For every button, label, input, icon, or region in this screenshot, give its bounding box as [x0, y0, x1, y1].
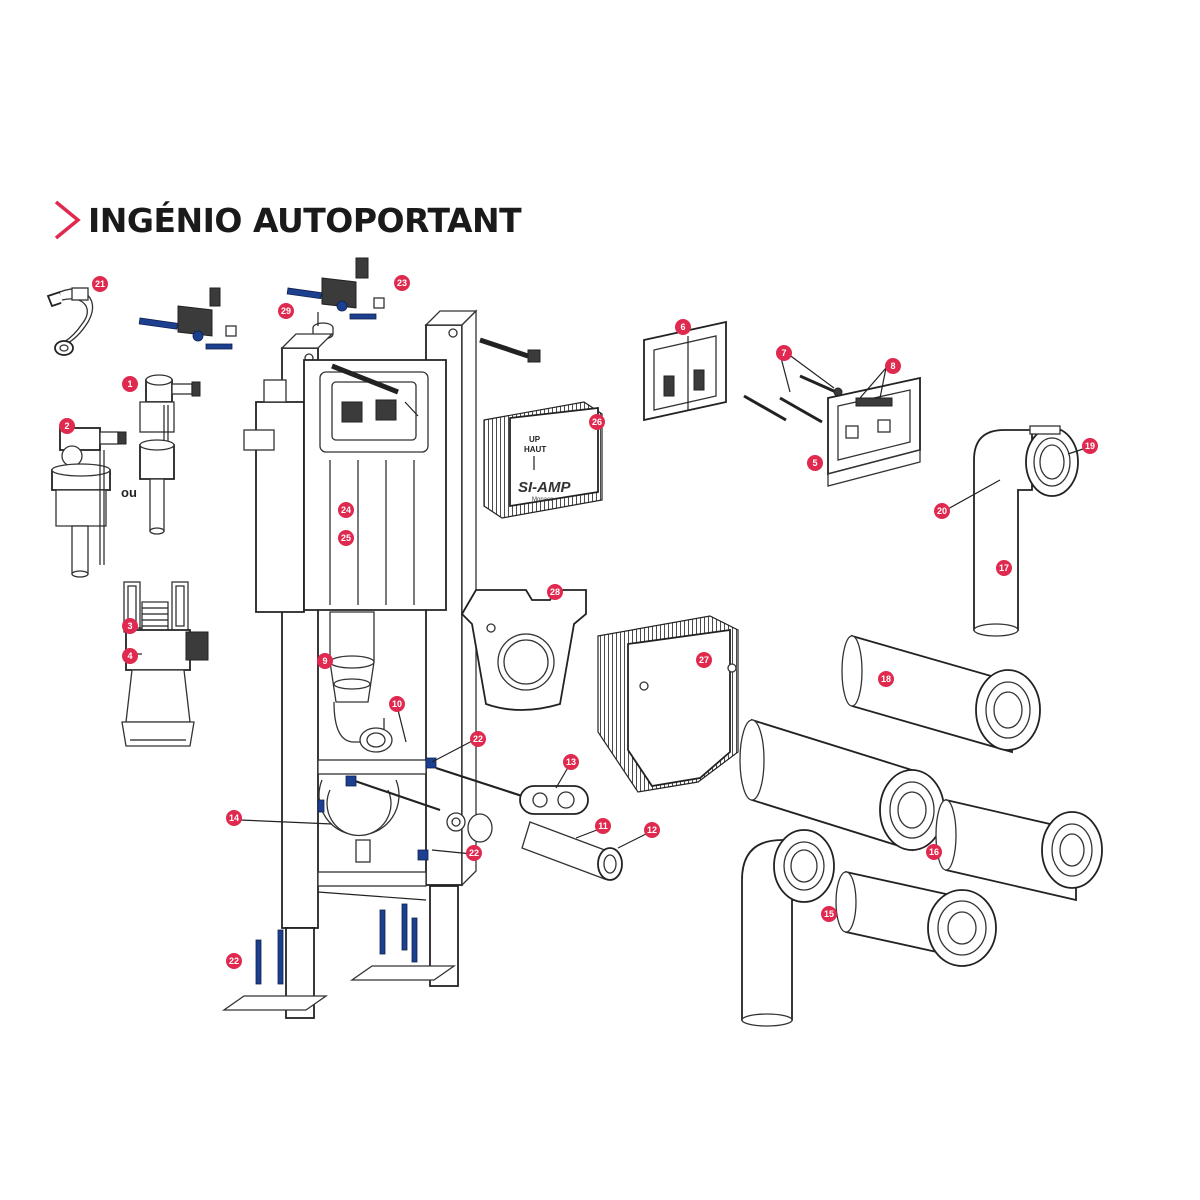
svg-text:4: 4: [127, 651, 132, 661]
callout-22b: 22: [466, 845, 482, 861]
part-template-28: [460, 589, 587, 711]
part-wc-bend-17: [973, 425, 1079, 637]
part-protective-box-26: UP HAUT SI-AMP Monaco: [483, 401, 603, 519]
callout-16: 16: [926, 844, 942, 860]
callout-12: 12: [644, 822, 660, 838]
callout-6: 6: [675, 319, 691, 335]
svg-text:24: 24: [341, 505, 351, 515]
svg-text:23: 23: [397, 278, 407, 288]
callout-9: 9: [317, 653, 333, 669]
svg-text:22: 22: [469, 848, 479, 858]
page-title: INGÉNIO AUTOPORTANT: [88, 200, 522, 240]
chevron-right-icon: [54, 200, 81, 240]
part-float-valve-2: [51, 427, 127, 578]
callout-1: 1: [122, 376, 138, 392]
part-mounting-plate-6: [643, 320, 727, 422]
callout-22c: 22: [226, 953, 242, 969]
svg-text:6: 6: [680, 322, 685, 332]
callout-26: 26: [589, 414, 605, 430]
or-label: ou: [121, 485, 137, 500]
box-haut-text: HAUT: [524, 445, 546, 454]
svg-text:13: 13: [566, 757, 576, 767]
callout-11: 11: [595, 818, 611, 834]
callout-22a: 22: [470, 731, 486, 747]
callout-20: 20: [934, 503, 950, 519]
part-flush-valve: [121, 581, 209, 747]
svg-text:11: 11: [598, 821, 608, 831]
part-fixing-brackets: [138, 257, 385, 350]
svg-text:27: 27: [699, 655, 709, 665]
callout-3: 3: [122, 618, 138, 634]
callout-29: 29: [278, 303, 294, 319]
callout-2: 2: [59, 418, 75, 434]
svg-text:22: 22: [229, 956, 239, 966]
callout-8: 8: [885, 358, 901, 374]
callout-24: 24: [338, 502, 354, 518]
svg-text:17: 17: [999, 563, 1009, 573]
svg-text:10: 10: [392, 699, 402, 709]
callout-4: 4: [122, 648, 138, 664]
svg-text:2: 2: [64, 421, 69, 431]
svg-text:8: 8: [890, 361, 895, 371]
svg-text:3: 3: [127, 621, 132, 631]
svg-text:5: 5: [812, 458, 817, 468]
callout-19: 19: [1082, 438, 1098, 454]
svg-text:26: 26: [592, 417, 602, 427]
callout-17: 17: [996, 560, 1012, 576]
part-support-frame: [221, 309, 541, 1019]
brand-logo-text: SI-AMP: [518, 479, 571, 496]
part-wc-pipe-18: [841, 634, 1041, 754]
callout-23: 23: [394, 275, 410, 291]
callout-18: 18: [878, 671, 894, 687]
svg-text:9: 9: [322, 656, 327, 666]
svg-text:29: 29: [281, 306, 291, 316]
part-pipe-fitting: [519, 785, 623, 881]
callout-25: 25: [338, 530, 354, 546]
callouts: 21 1 2 3 4 29 23 24 25 9 10 22 22 22 14 …: [59, 275, 1098, 969]
part-protective-box-27: [597, 615, 739, 793]
callout-28: 28: [547, 584, 563, 600]
callout-7: 7: [776, 345, 792, 361]
svg-text:16: 16: [929, 847, 939, 857]
svg-text:22: 22: [473, 734, 483, 744]
part-float-valve-1: [139, 374, 201, 535]
svg-text:28: 28: [550, 587, 560, 597]
svg-text:1: 1: [127, 379, 132, 389]
brand-city-text: Monaco: [532, 497, 554, 503]
part-flexible-hose: [46, 287, 94, 356]
svg-text:25: 25: [341, 533, 351, 543]
part-wc-pipe-16: [739, 718, 1103, 902]
box-up-text: UP: [529, 435, 541, 444]
callout-15: 15: [821, 906, 837, 922]
diagram-title: INGÉNIO AUTOPORTANT: [52, 196, 522, 244]
part-wc-bend-15: [741, 829, 997, 1027]
svg-text:15: 15: [824, 909, 834, 919]
callout-13: 13: [563, 754, 579, 770]
svg-text:21: 21: [95, 279, 105, 289]
svg-text:14: 14: [229, 813, 239, 823]
part-mounting-plate-5: [827, 376, 921, 487]
callout-5: 5: [807, 455, 823, 471]
svg-text:20: 20: [937, 506, 947, 516]
svg-text:19: 19: [1085, 441, 1095, 451]
svg-text:7: 7: [781, 348, 786, 358]
callout-14: 14: [226, 810, 242, 826]
callout-10: 10: [389, 696, 405, 712]
callout-21: 21: [92, 276, 108, 292]
svg-text:12: 12: [647, 825, 657, 835]
callout-27: 27: [696, 652, 712, 668]
svg-text:18: 18: [881, 674, 891, 684]
